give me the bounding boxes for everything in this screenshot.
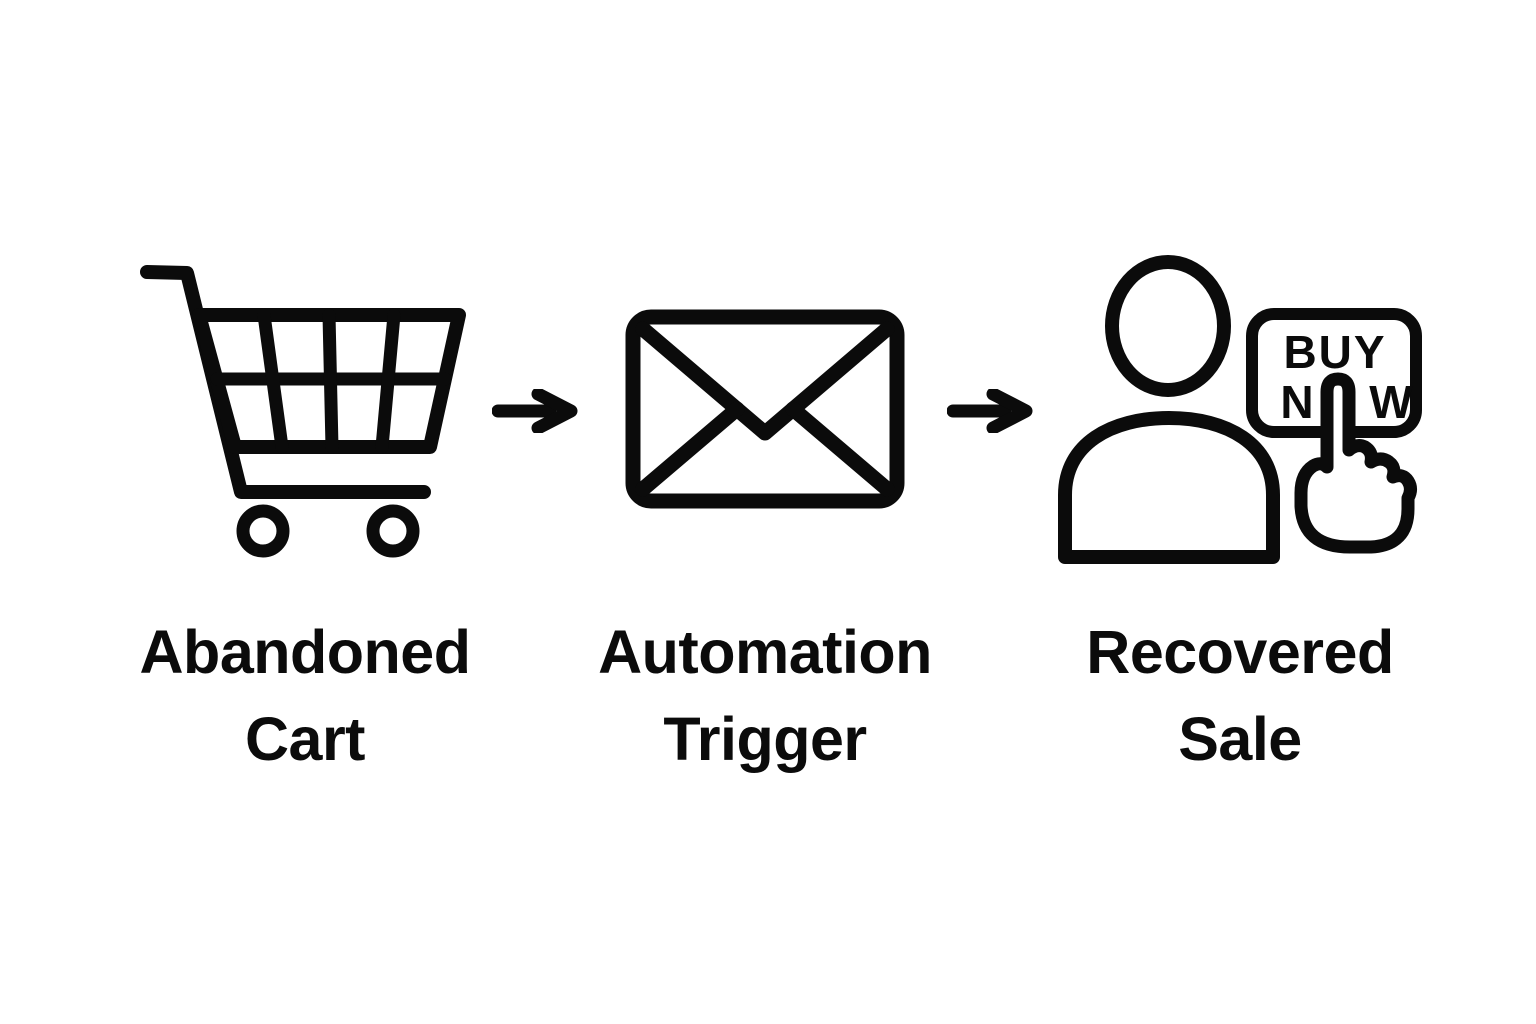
buy-now-text-w: W <box>1369 376 1414 428</box>
stage-label-line: Automation <box>598 618 932 686</box>
stage-automation-trigger: Automation Trigger <box>555 253 975 783</box>
stage-recovered-sale: BUY N W Recovered Sale <box>1030 253 1450 783</box>
stage-label: Automation Trigger <box>598 609 932 783</box>
stage-icon-box <box>555 253 975 565</box>
stage-icon-box <box>95 253 515 565</box>
stage-label-line: Recovered <box>1086 618 1394 686</box>
stage-label-line: Abandoned <box>139 618 471 686</box>
email-envelope-icon <box>625 309 905 509</box>
buy-now-text-n: N <box>1280 376 1315 428</box>
stage-label: Abandoned Cart <box>140 609 471 783</box>
stage-abandoned-cart: Abandoned Cart <box>95 253 515 783</box>
stage-icon-box: BUY N W <box>1030 253 1450 565</box>
pointing-hand-icon <box>1294 372 1417 553</box>
customer-buy-now-icon: BUY N W <box>1058 254 1422 564</box>
buy-now-text-line1: BUY <box>1283 326 1386 378</box>
arrow-right-icon <box>492 389 578 433</box>
person-icon <box>1058 254 1280 564</box>
arrow-right-icon <box>947 389 1033 433</box>
flow-arrow-1 <box>492 389 580 433</box>
flow-arrow-2 <box>947 389 1035 433</box>
stage-label-line: Trigger <box>663 705 867 773</box>
stage-label: Recovered Sale <box>1086 609 1394 783</box>
stage-label-line: Sale <box>1178 705 1302 773</box>
stage-label-line: Cart <box>244 705 366 773</box>
shopping-cart-icon <box>140 265 466 558</box>
